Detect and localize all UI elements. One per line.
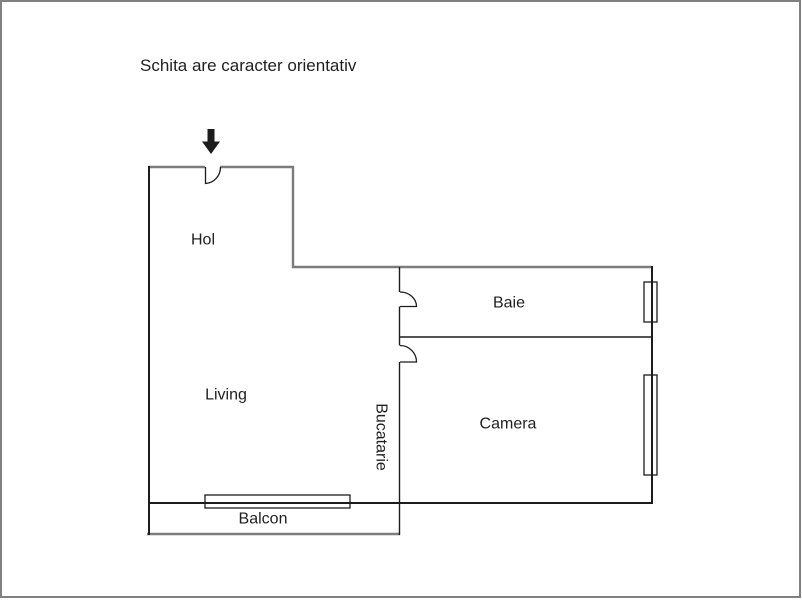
baie-window — [643, 281, 658, 323]
camera-window — [643, 374, 658, 476]
room-label-camera: Camera — [479, 415, 537, 433]
walls-inner — [398, 267, 652, 535]
camera-door-arc — [399, 344, 418, 363]
room-label-baie: Baie — [492, 294, 526, 312]
room-label-hol: Hol — [190, 231, 216, 249]
balcon-window — [204, 494, 351, 509]
entrance-door-arc — [204, 166, 222, 185]
walls-gray — [147, 165, 652, 536]
room-label-bucatarie: Bucatarie — [372, 403, 390, 471]
room-label-balcon: Balcon — [238, 510, 288, 528]
baie-door-arc — [399, 291, 418, 308]
page-title: Schita are caracter orientativ — [140, 56, 357, 75]
room-label-living: Living — [205, 386, 247, 404]
walls-black — [148, 166, 653, 535]
entrance-arrow-icon — [202, 129, 220, 154]
